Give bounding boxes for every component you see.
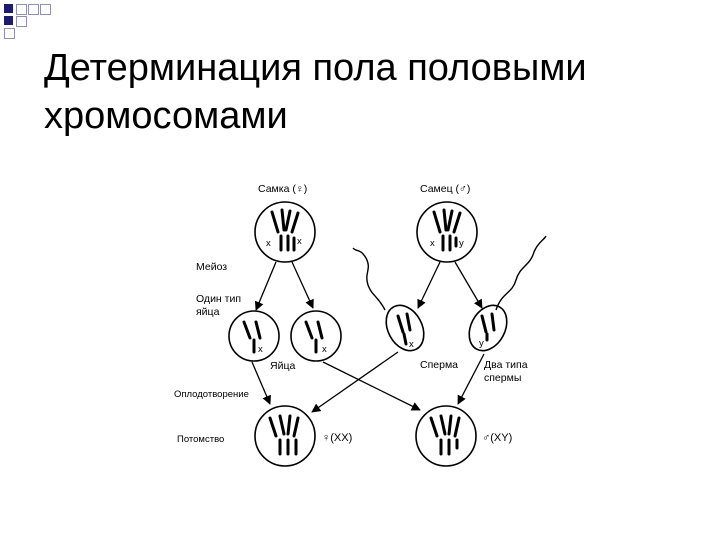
egg-cell-1: x [229, 311, 279, 361]
two-sperm-types-line-2: спермы [484, 372, 521, 384]
male-parent-y-mark: y [459, 238, 464, 249]
female-parent-x-mark-2: x [297, 236, 302, 247]
sperm-cell-x: x [353, 248, 431, 357]
female-parent-cell: x x [255, 202, 315, 262]
one-egg-type-line-2: яйца [196, 306, 220, 318]
egg-cell-1-x-mark: x [258, 344, 263, 355]
female-parent-label: Самка (♀) [258, 183, 307, 195]
one-egg-type-line-1: Один тип [196, 293, 241, 305]
male-offspring-label: ♂(XY) [482, 432, 512, 444]
offspring-female-cell [255, 406, 315, 466]
sperm-y-mark: y [479, 338, 484, 349]
sperm-x-mark: x [409, 339, 414, 350]
female-offspring-label: ♀(XX) [322, 432, 352, 444]
male-parent-x-mark: x [430, 238, 435, 249]
fertilization-label: Оплодотворение [174, 389, 249, 400]
offspring-label: Потомство [177, 434, 224, 445]
male-parent-label: Самец (♂) [420, 183, 470, 195]
egg-cell-2-x-mark: x [322, 344, 327, 355]
sperm-cell-y: y [462, 236, 546, 357]
meiosis-label: Мейоз [196, 261, 227, 273]
eggs-label: Яйца [270, 360, 295, 372]
offspring-male-cell [416, 406, 476, 466]
male-parent-cell: x y [417, 202, 477, 262]
sperm-label: Сперма [420, 359, 458, 371]
female-parent-x-mark-1: x [266, 238, 271, 249]
egg-cell-2: x [291, 311, 341, 361]
two-sperm-types-line-1: Два типа [484, 359, 528, 371]
